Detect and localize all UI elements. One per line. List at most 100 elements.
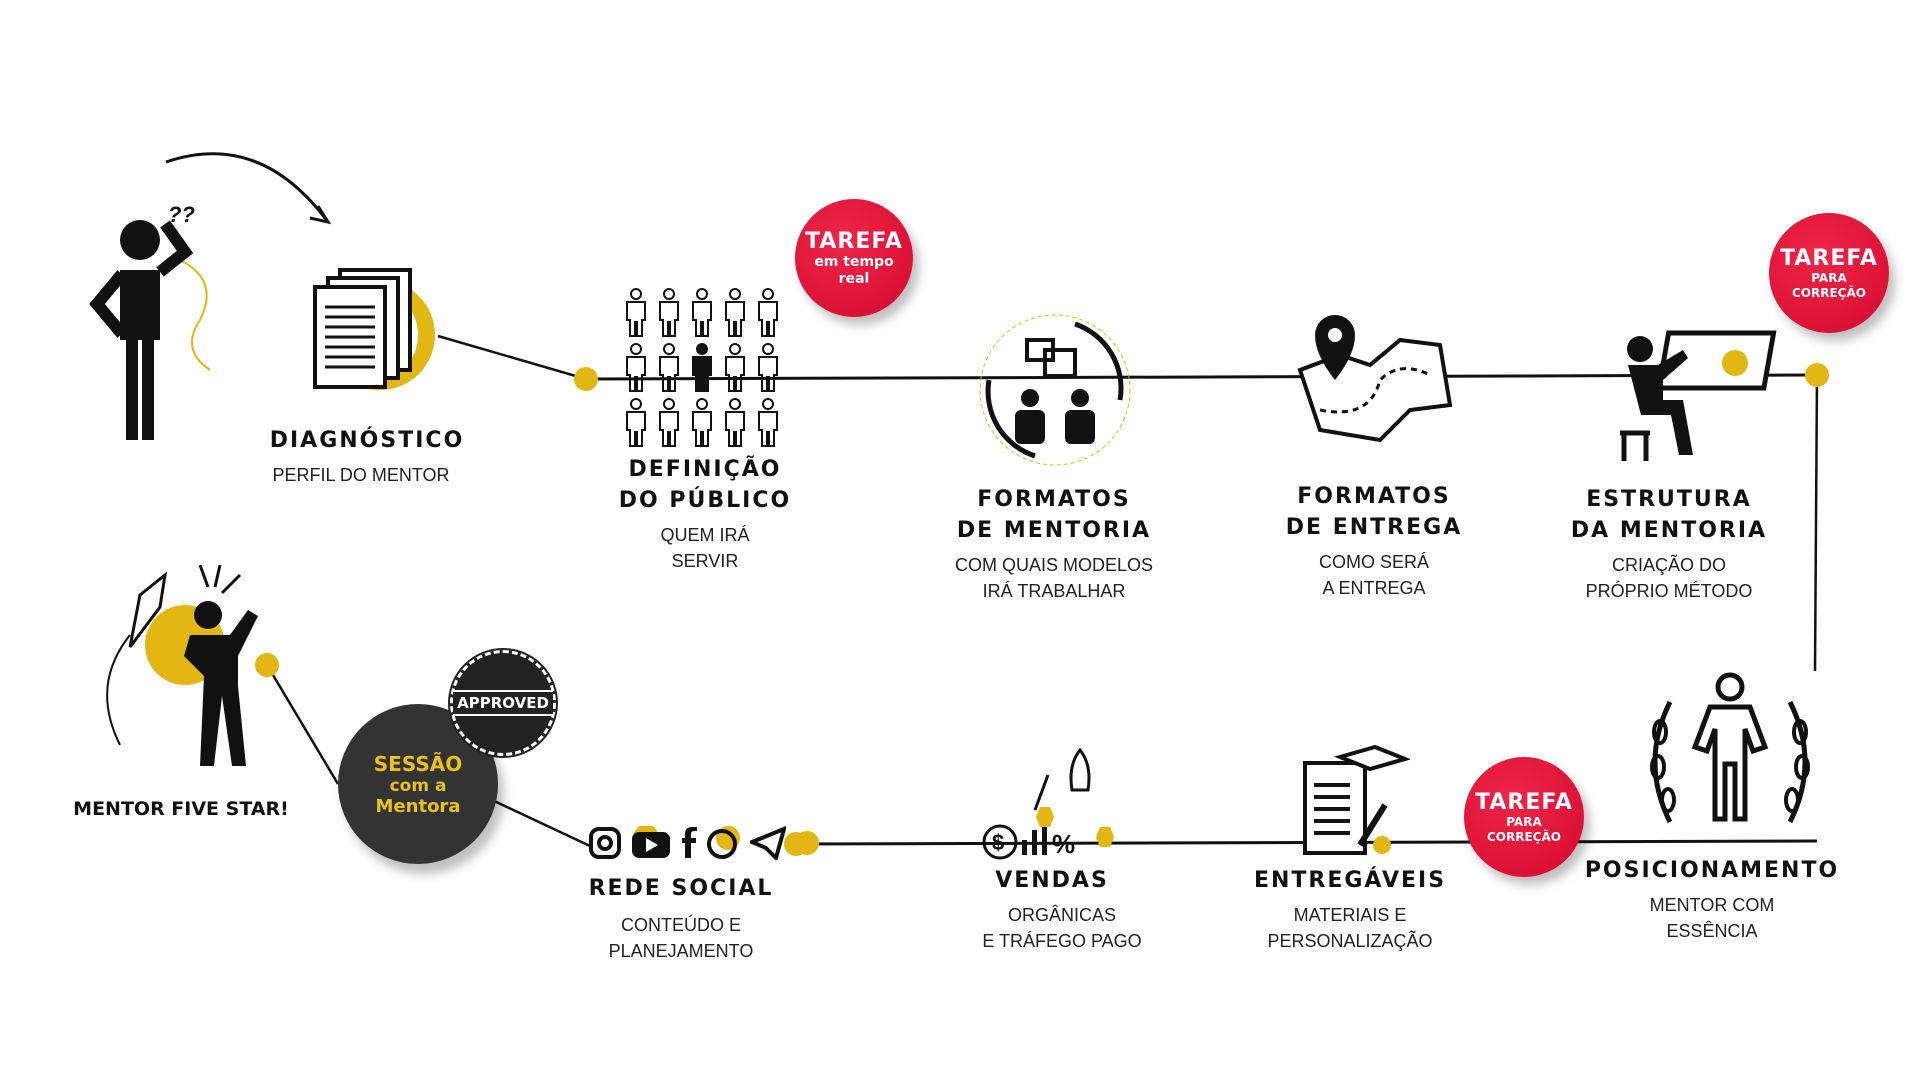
step-posicionamento: POSICIONAMENTO MENTOR COM ESSÊNCIA bbox=[1585, 855, 1839, 944]
step-subtitle-line: PRÓPRIO MÉTODO bbox=[1585, 581, 1753, 601]
step-title-line: DA MENTORIA bbox=[1570, 518, 1768, 543]
step-title-line: FORMATOS bbox=[1297, 484, 1451, 509]
diploma-documents-icon bbox=[1303, 745, 1410, 855]
step-formatos-mentoria: FORMATOS DE MENTORIA COM QUAIS MODELOS I… bbox=[955, 484, 1153, 604]
instagram-icon bbox=[589, 827, 621, 859]
step-title-line: FORMATOS bbox=[977, 487, 1131, 512]
svg-text:$: $ bbox=[992, 830, 1004, 855]
person-icon bbox=[692, 398, 712, 447]
audience-icon bbox=[626, 288, 778, 447]
task-badge: TAREFA em tempo real bbox=[795, 199, 913, 317]
step-subtitle-line: SERVIR bbox=[671, 551, 739, 571]
final-label: MENTOR FIVE STAR! bbox=[73, 798, 289, 820]
session-line: com a bbox=[389, 775, 447, 796]
connector-line bbox=[437, 334, 587, 381]
step-title-line: POSICIONAMENTO bbox=[1584, 858, 1840, 883]
step-title-diagnostico: DIAGNÓSTICO bbox=[269, 428, 465, 453]
step-subtitle-line: CONTEÚDO E bbox=[620, 915, 741, 935]
step-subtitle-line: COM QUAIS MODELOS bbox=[954, 555, 1154, 575]
step-entregaveis: ENTREGÁVEIS MATERIAIS E PERSONALIZAÇÃO bbox=[1254, 865, 1446, 954]
celebrating-person-rocket-icon bbox=[106, 565, 258, 766]
whatsapp-icon bbox=[707, 826, 740, 859]
badge-title: TAREFA bbox=[1475, 789, 1573, 815]
person-icon bbox=[692, 343, 712, 392]
step-subtitle-line: PERSONALIZAÇÃO bbox=[1267, 931, 1433, 951]
step-title-line: REDE SOCIAL bbox=[588, 876, 774, 901]
social-icons bbox=[588, 826, 820, 860]
connector-line bbox=[491, 798, 591, 848]
badge-title: TAREFA bbox=[1780, 245, 1878, 271]
step-subtitle: PERFIL DO MENTOR bbox=[272, 465, 450, 485]
step-formatos-entrega: FORMATOS DE ENTREGA COMO SERÁ A ENTREGA bbox=[1286, 481, 1462, 601]
step-subtitle-line: ESSÊNCIA bbox=[1666, 921, 1758, 941]
step-title-line: VENDAS bbox=[995, 868, 1109, 893]
step-subtitle-line: E TRÁFEGO PAGO bbox=[982, 931, 1142, 951]
confused-person-icon: ?? bbox=[89, 202, 211, 440]
step-subtitle-line: CRIAÇÃO DO bbox=[1611, 555, 1726, 575]
step-subtitle-line: MENTOR COM bbox=[1649, 895, 1775, 915]
session-line: Mentora bbox=[375, 795, 461, 817]
person-icon bbox=[725, 343, 745, 392]
map-location-icon bbox=[1297, 315, 1453, 443]
badge-line: CORREÇÃO bbox=[1792, 285, 1866, 300]
session-line: SESSÃO bbox=[373, 751, 463, 776]
step-title-line: DE MENTORIA bbox=[956, 518, 1152, 543]
youtube-icon bbox=[632, 826, 670, 858]
badge-title: TAREFA bbox=[805, 228, 903, 254]
curved-arrow bbox=[165, 152, 330, 223]
step-subtitle-line: QUEM IRÁ bbox=[660, 525, 750, 545]
svg-text:??: ?? bbox=[168, 202, 195, 227]
step-estrutura-mentoria: ESTRUTURA DA MENTORIA CRIAÇÃO DO PRÓPRIO… bbox=[1571, 484, 1767, 604]
telegram-icon bbox=[750, 826, 786, 860]
laurel-person-icon bbox=[1650, 672, 1810, 824]
node-dot bbox=[255, 653, 279, 677]
person-icon bbox=[626, 343, 646, 392]
person-icon bbox=[626, 288, 646, 337]
step-subtitle-line: COMO SERÁ bbox=[1318, 552, 1430, 572]
connector-line bbox=[1813, 374, 1819, 672]
person-icon bbox=[725, 398, 745, 447]
person-icon bbox=[758, 398, 778, 447]
badge-line: CORREÇÃO bbox=[1487, 829, 1561, 844]
mentoring-exchange-icon bbox=[979, 314, 1131, 466]
step-title-line: ESTRUTURA bbox=[1586, 487, 1752, 512]
step-definicao-publico: DEFINIÇÃO DO PÚBLICO QUEM IRÁ SERVIR bbox=[619, 454, 791, 574]
step-subtitle-line: PLANEJAMENTO bbox=[608, 941, 754, 961]
step-title-line: DE ENTREGA bbox=[1285, 515, 1463, 540]
badge-line: real bbox=[838, 270, 870, 287]
badge-line: PARA bbox=[1506, 814, 1542, 829]
connector-line bbox=[585, 373, 1818, 381]
person-icon bbox=[758, 288, 778, 337]
badge-line: em tempo bbox=[814, 253, 894, 270]
badge-line: PARA bbox=[1811, 270, 1847, 285]
step-subtitle-line: A ENTREGA bbox=[1322, 578, 1426, 598]
person-icon bbox=[758, 343, 778, 392]
session-badge: SESSÃO com a Mentora bbox=[338, 704, 498, 864]
person-icon bbox=[659, 398, 679, 447]
node-dot bbox=[1805, 363, 1829, 387]
step-subtitle-line: MATERIAIS E bbox=[1293, 905, 1407, 925]
step-rede-social: REDE SOCIAL CONTEÚDO E PLANEJAMENTO bbox=[589, 873, 774, 964]
documents-icon bbox=[313, 268, 435, 390]
node-dot bbox=[574, 367, 598, 391]
person-icon bbox=[725, 288, 745, 337]
stamp-label: APPROVED bbox=[453, 690, 553, 716]
step-title-line: ENTREGÁVEIS bbox=[1253, 868, 1447, 893]
person-at-whiteboard-icon bbox=[1620, 330, 1777, 461]
step-subtitle-line: IRÁ TRABALHAR bbox=[982, 581, 1126, 601]
person-icon bbox=[659, 288, 679, 337]
person-icon bbox=[626, 398, 646, 447]
step-subtitle-line: ORGÂNICAS bbox=[1007, 905, 1117, 925]
node-dot bbox=[795, 831, 819, 855]
task-badge: TAREFA PARA CORREÇÃO bbox=[1769, 213, 1889, 333]
step-title-line: DEFINIÇÃO bbox=[628, 457, 782, 482]
svg-text:%: % bbox=[1052, 829, 1075, 859]
step-vendas: VENDAS ORGÂNICAS E TRÁFEGO PAGO bbox=[962, 865, 1141, 954]
facebook-icon bbox=[682, 827, 697, 858]
task-badge: TAREFA PARA CORREÇÃO bbox=[1464, 757, 1584, 877]
approved-stamp: APPROVED bbox=[448, 648, 558, 758]
person-icon bbox=[692, 288, 712, 337]
connector-line bbox=[265, 664, 340, 785]
step-title-line: DO PÚBLICO bbox=[618, 488, 792, 513]
